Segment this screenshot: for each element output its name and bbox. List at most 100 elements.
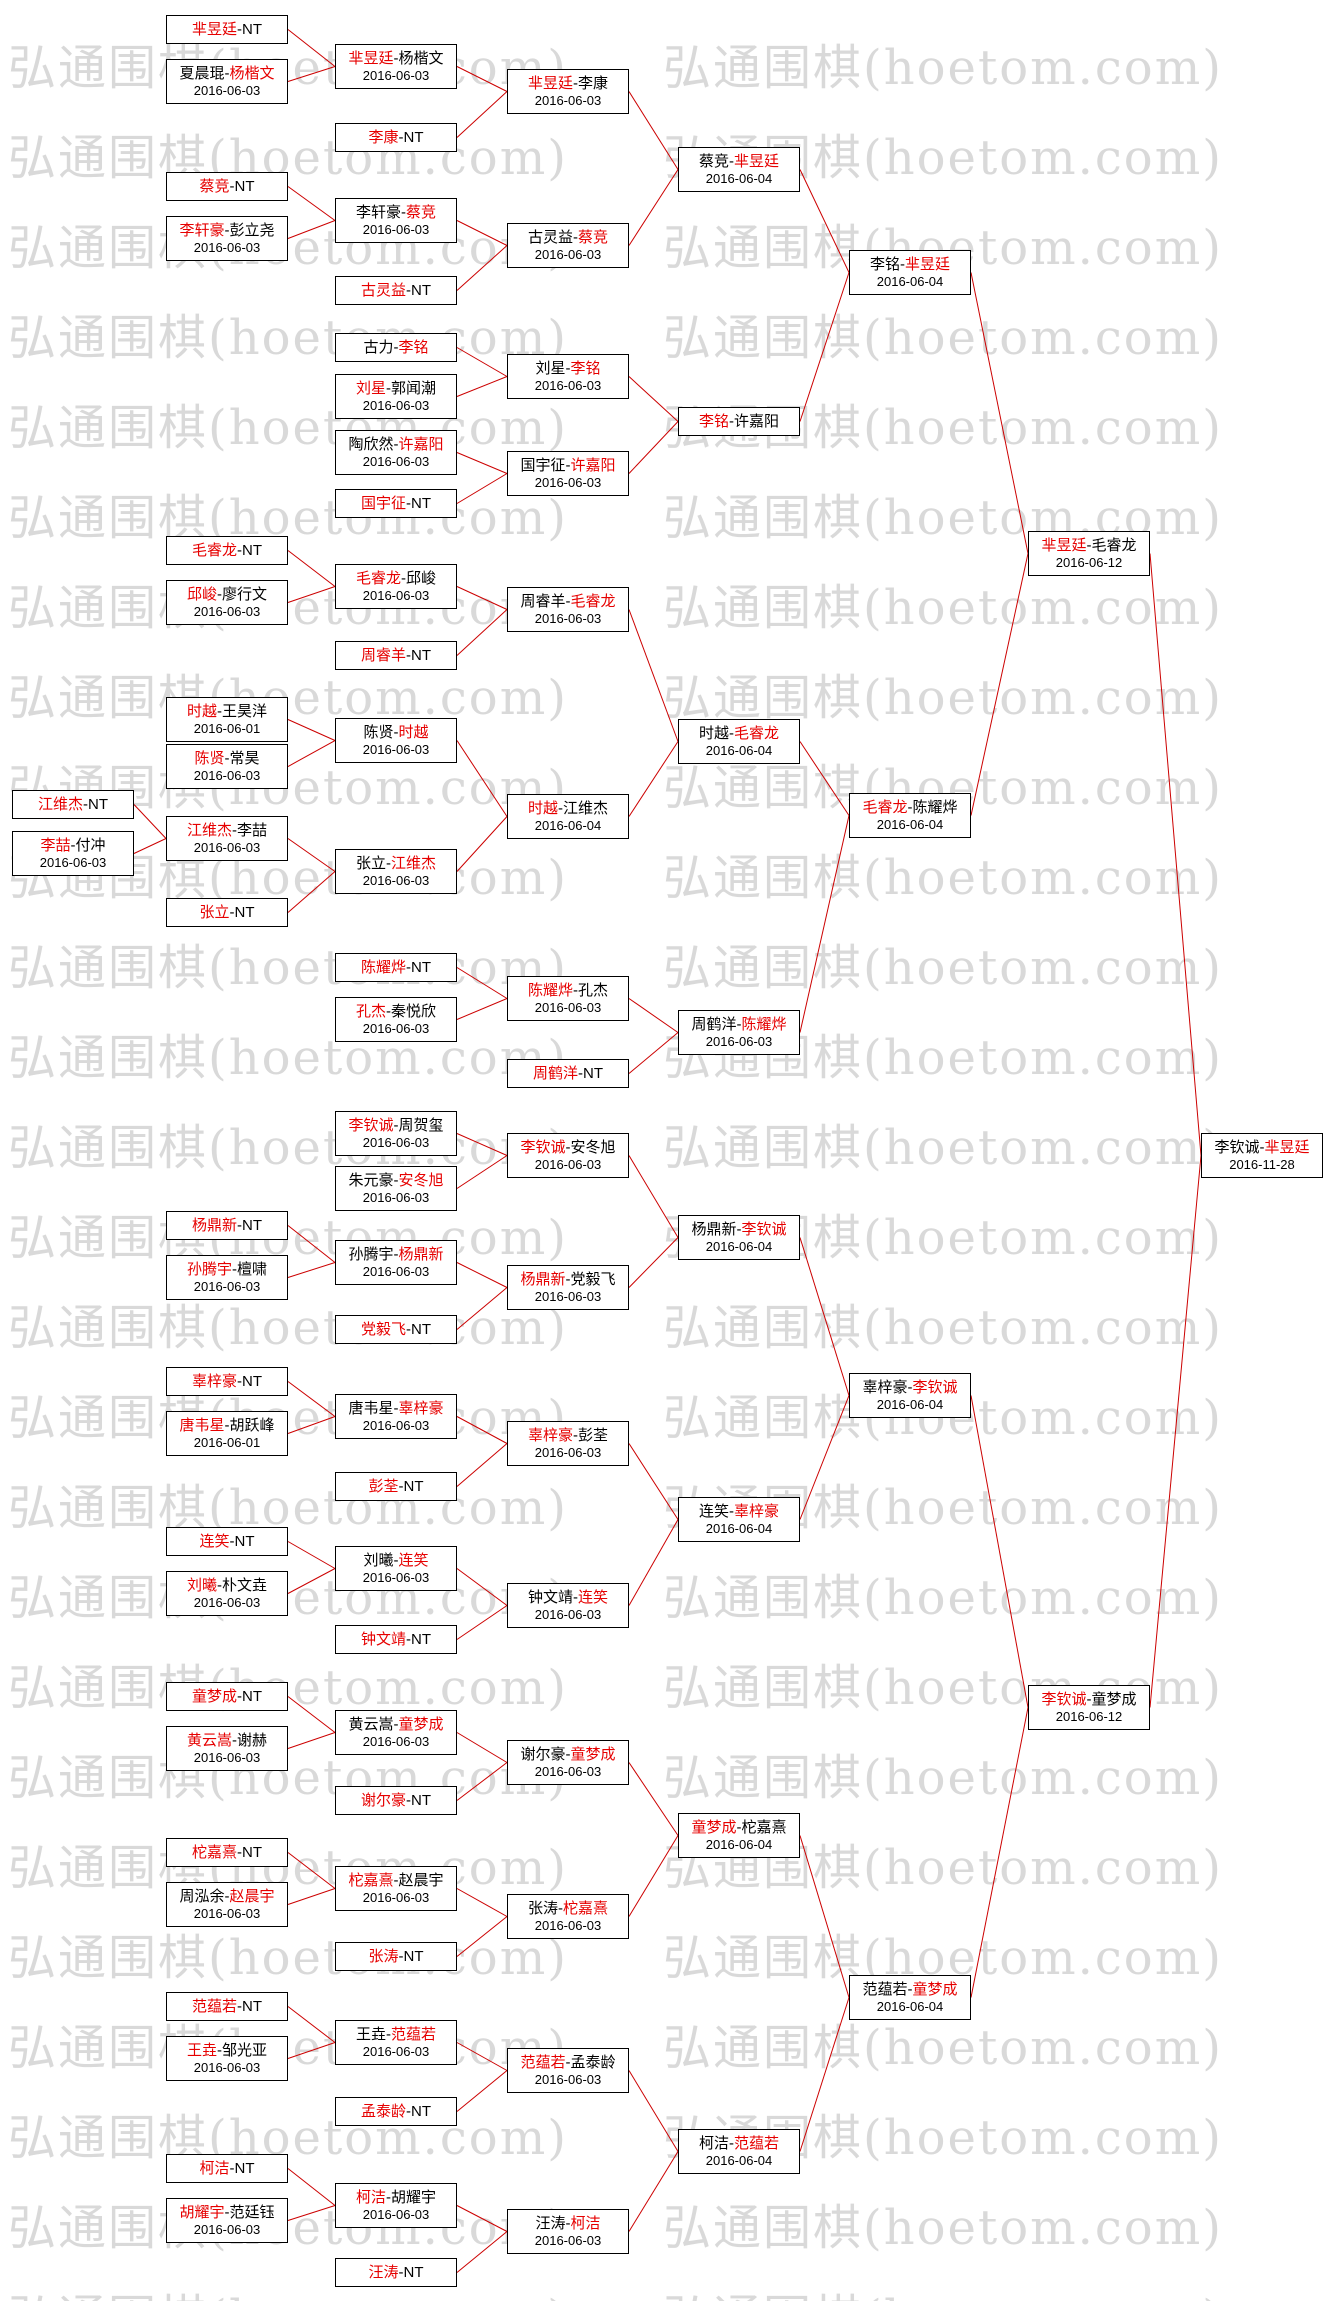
match-players: 范蕴若-NT bbox=[192, 1997, 262, 2016]
match-box[interactable]: 国宇征-NT bbox=[335, 489, 457, 518]
match-box[interactable]: 连笑-NT bbox=[166, 1527, 288, 1556]
match-box[interactable]: 江维杰-NT bbox=[12, 790, 134, 819]
match-box[interactable]: 汪涛-NT bbox=[335, 2258, 457, 2287]
match-box[interactable]: 古灵益-NT bbox=[335, 276, 457, 305]
name-separator: - bbox=[393, 724, 399, 741]
match-box[interactable]: 张涛-NT bbox=[335, 1942, 457, 1971]
match-box[interactable]: 童梦成-NT bbox=[166, 1682, 288, 1711]
match-box[interactable]: 辜梓豪-NT bbox=[166, 1367, 288, 1396]
match-box[interactable]: 周鹤洋-NT bbox=[507, 1059, 629, 1088]
match-box[interactable]: 周睿羊-NT bbox=[335, 641, 457, 670]
match-box[interactable]: 谢尔豪-NT bbox=[335, 1786, 457, 1815]
player-name: 孔杰 bbox=[355, 1003, 386, 1020]
match-box[interactable]: 芈昱廷-NT bbox=[166, 15, 288, 44]
match-box[interactable]: 钟文靖-NT bbox=[335, 1625, 457, 1654]
match-box[interactable]: 杨鼎新-NT bbox=[166, 1211, 288, 1240]
match-players: 李钦诚-童梦成 bbox=[1041, 1690, 1136, 1709]
match-box[interactable]: 柁嘉熹-NT bbox=[166, 1838, 288, 1867]
match-box[interactable]: 毛睿龙-NT bbox=[166, 536, 288, 565]
name-separator: - bbox=[232, 822, 237, 839]
match-box[interactable]: 陈耀烨-NT bbox=[335, 953, 457, 982]
match-box[interactable]: 蔡竞-NT bbox=[166, 172, 288, 201]
connector-line bbox=[628, 421, 679, 474]
player-name: 柯洁 bbox=[570, 2215, 601, 2232]
player-name: 朴文垚 bbox=[222, 1577, 268, 1594]
match-box[interactable]: 古力-李铭 bbox=[335, 333, 457, 362]
player-name: 周贺玺 bbox=[398, 1117, 444, 1134]
player-name: 柯洁 bbox=[355, 2189, 386, 2206]
player-name: 王垚 bbox=[186, 2042, 217, 2059]
match-box[interactable]: 孟泰龄-NT bbox=[335, 2097, 457, 2126]
match-box[interactable]: 李铭-许嘉阳 bbox=[678, 407, 800, 436]
match-box[interactable]: 李康-NT bbox=[335, 123, 457, 152]
match-box[interactable]: 柯洁-NT bbox=[166, 2154, 288, 2183]
match-box[interactable]: 张立-NT bbox=[166, 898, 288, 927]
match-box[interactable]: 彭荃-NT bbox=[335, 1472, 457, 1501]
player-name: 江维杰 bbox=[563, 800, 609, 817]
match-box[interactable]: 范蕴若-NT bbox=[166, 1992, 288, 2021]
name-separator: - bbox=[217, 2042, 222, 2059]
match-box[interactable]: 党毅飞-NT bbox=[335, 1315, 457, 1344]
